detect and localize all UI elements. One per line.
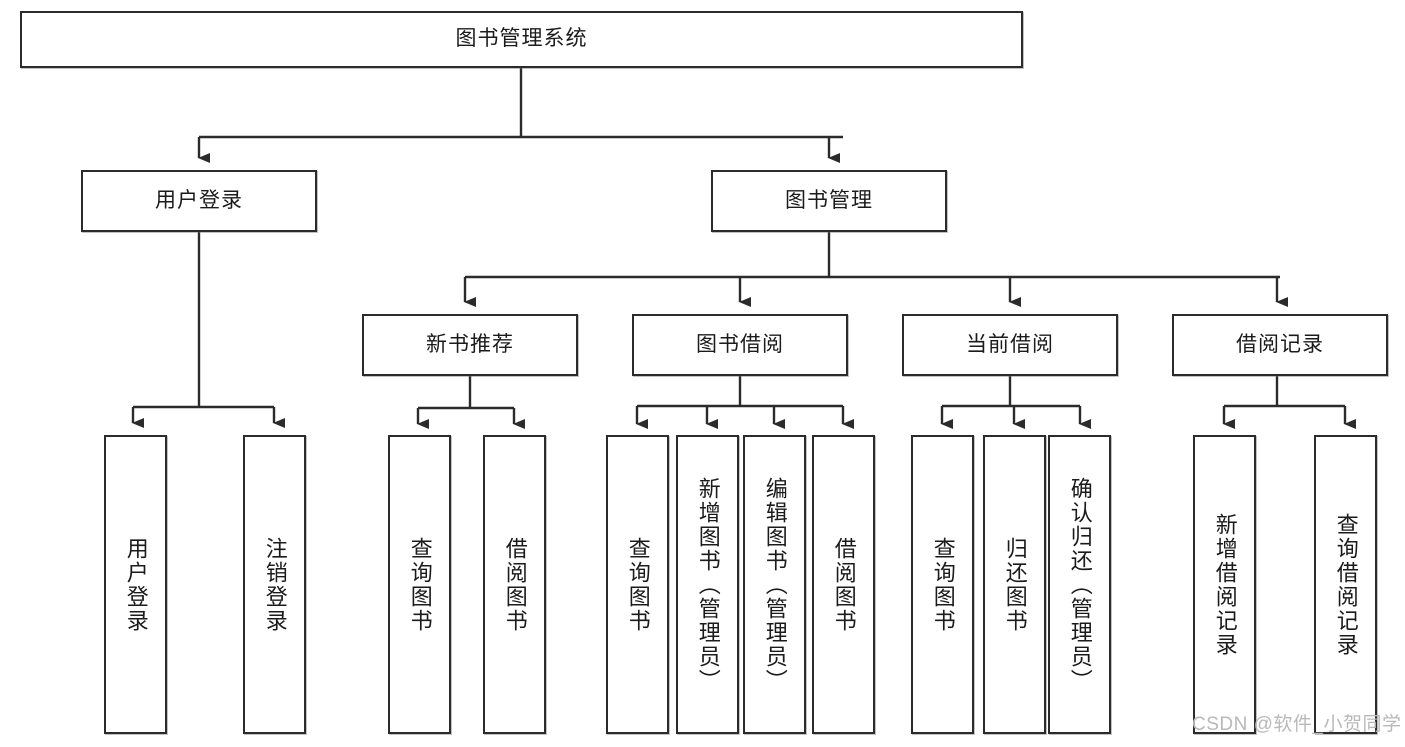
node-label: 当前借阅 (966, 332, 1054, 356)
leaf-query-borrow-record[interactable]: 查询借阅记录 (1314, 435, 1377, 734)
node-label: 图书借阅 (696, 332, 784, 356)
node-label: 查询图书 (930, 536, 956, 633)
node-label: 查询图书 (625, 536, 651, 633)
node-label: 新增图书（管理员） (695, 476, 721, 693)
node-book-management[interactable]: 图书管理 (711, 170, 947, 232)
leaf-query-book-borrow[interactable]: 查询图书 (606, 435, 669, 734)
node-label: 借阅记录 (1236, 332, 1324, 356)
node-new-book-recommend[interactable]: 新书推荐 (362, 314, 578, 376)
leaf-logout[interactable]: 注销登录 (243, 435, 306, 734)
node-user-login[interactable]: 用户登录 (81, 170, 317, 232)
leaf-user-login[interactable]: 用户登录 (104, 435, 167, 734)
node-label: 用户登录 (123, 536, 149, 633)
leaf-confirm-return-admin[interactable]: 确认归还（管理员） (1048, 435, 1111, 734)
csdn-watermark: CSDN @软件_小贺同学 (1192, 714, 1402, 735)
node-label: 借阅图书 (831, 536, 857, 633)
node-current-borrow[interactable]: 当前借阅 (902, 314, 1118, 376)
node-label: 编辑图书（管理员） (762, 476, 788, 693)
leaf-borrow-book-recommend[interactable]: 借阅图书 (483, 435, 546, 734)
node-label: 确认归还（管理员） (1067, 476, 1093, 693)
leaf-query-book-recommend[interactable]: 查询图书 (388, 435, 451, 734)
node-label: 用户登录 (155, 188, 243, 212)
node-label: 图书管理系统 (455, 27, 588, 51)
node-label: 借阅图书 (502, 536, 528, 633)
node-label: 新增借阅记录 (1212, 512, 1238, 657)
node-label: 新书推荐 (426, 332, 514, 356)
leaf-add-book-admin[interactable]: 新增图书（管理员） (676, 435, 739, 734)
node-label: 图书管理 (785, 188, 873, 212)
node-label: 归还图书 (1002, 536, 1028, 633)
leaf-query-book-current[interactable]: 查询图书 (911, 435, 974, 734)
node-book-borrow[interactable]: 图书借阅 (632, 314, 848, 376)
leaf-return-book[interactable]: 归还图书 (983, 435, 1046, 734)
node-label: 查询借阅记录 (1333, 512, 1359, 657)
node-borrow-record[interactable]: 借阅记录 (1172, 314, 1388, 376)
leaf-add-borrow-record[interactable]: 新增借阅记录 (1193, 435, 1256, 734)
leaf-edit-book-admin[interactable]: 编辑图书（管理员） (743, 435, 806, 734)
node-root[interactable]: 图书管理系统 (20, 11, 1023, 68)
node-label: 注销登录 (262, 536, 288, 633)
node-label: 查询图书 (407, 536, 433, 633)
leaf-borrow-book[interactable]: 借阅图书 (812, 435, 875, 734)
